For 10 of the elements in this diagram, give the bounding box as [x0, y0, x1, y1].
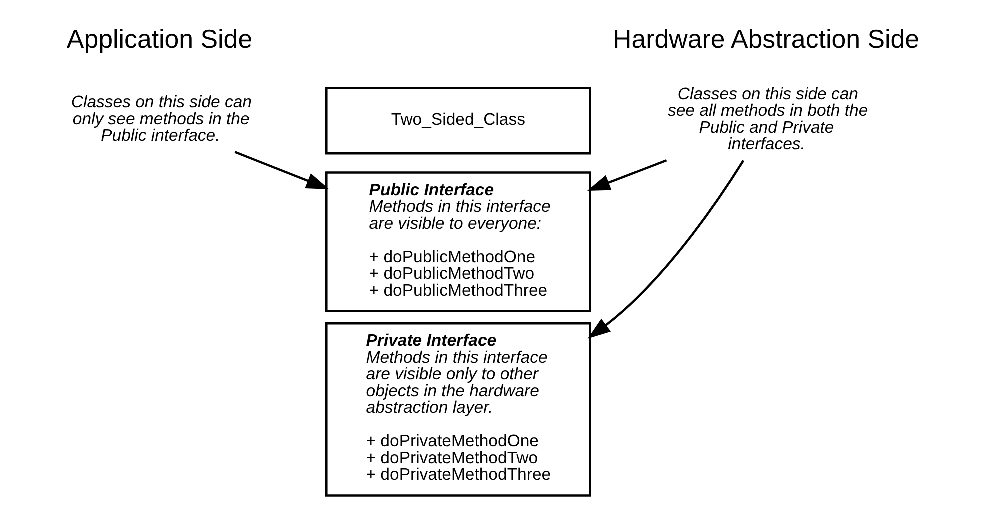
- node-text: Classes on this side can only see methods in the Public interface.: [70, 92, 252, 146]
- arrow: [586, 160, 667, 192]
- node-box: Private Interface Methods in this interface are visible only to other objects in the hardware abstraction layer. + doPrivateMethodOne + doPrivateMethodTwo + doPrivateMethodThree: [325, 322, 591, 497]
- label: Hardware Abstraction Side: [612, 26, 920, 54]
- arrow: [234, 151, 329, 190]
- arrow: [587, 160, 744, 339]
- label: Application Side: [66, 26, 252, 54]
- node-box: Two_Sided_Class: [325, 87, 591, 155]
- node-text: Classes on this side can see all methods in both the Public and Private interfaces.: [667, 84, 868, 154]
- node-box: Public Interface Methods in this interface are visible to everyone: + doPublicMethodOne + doPublicMethodTwo + doPublicMethodThree: [325, 172, 591, 313]
